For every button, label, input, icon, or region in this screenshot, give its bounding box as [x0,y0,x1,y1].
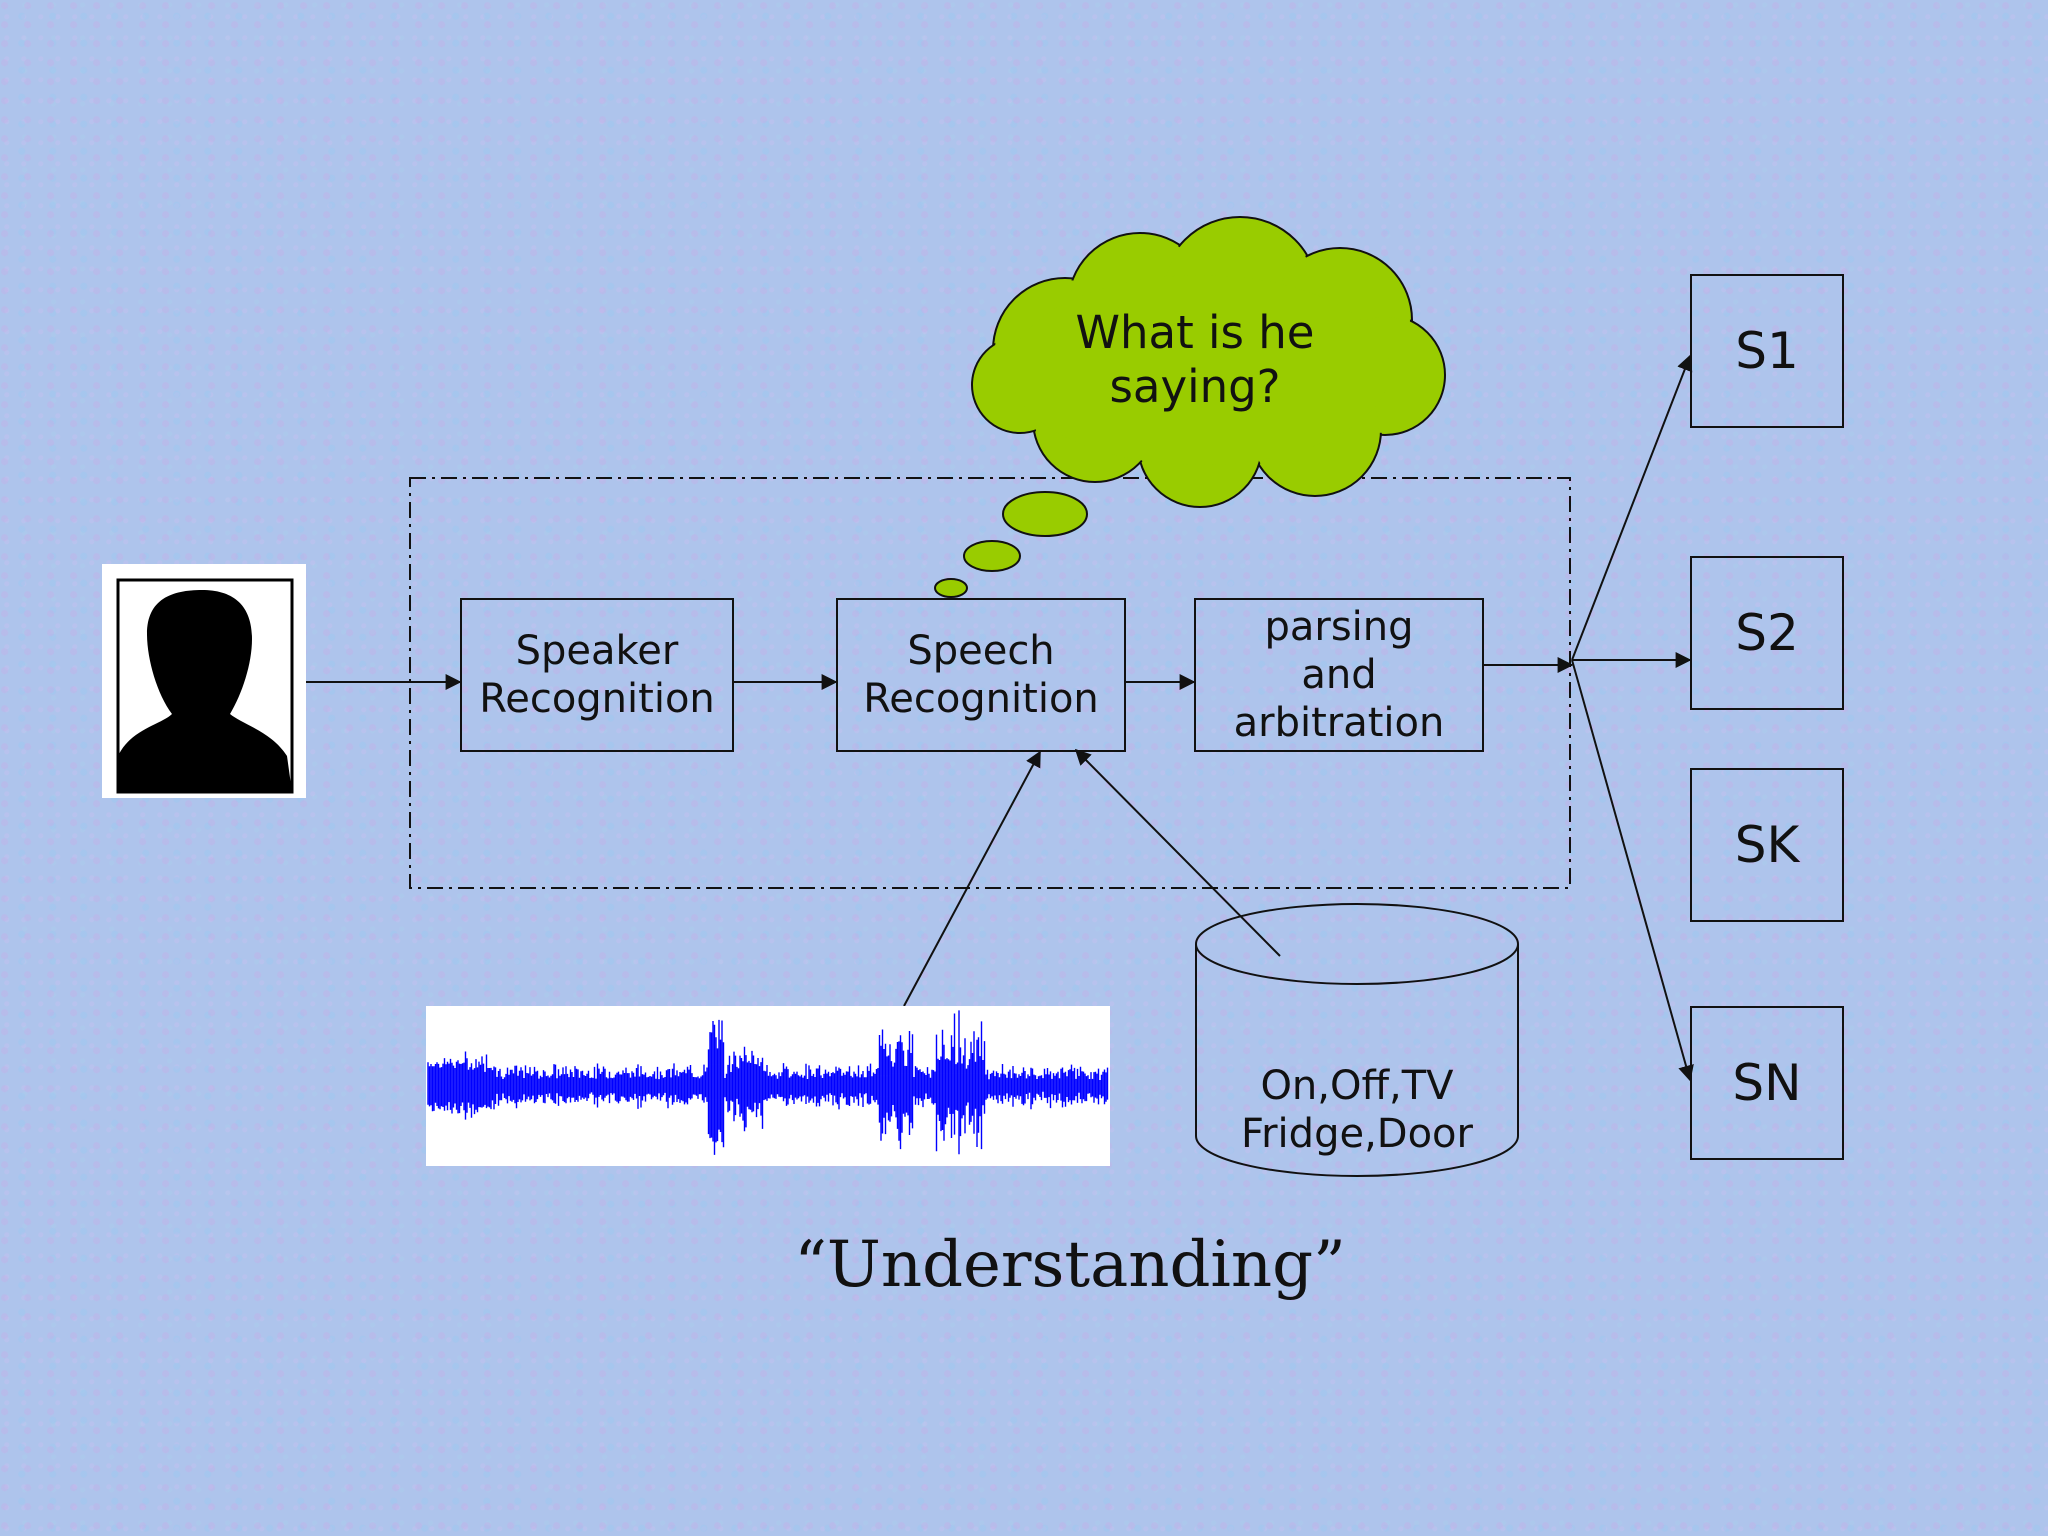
waveform-image [426,1006,1110,1166]
arrow-to-s1 [1571,354,1693,661]
speaker-recognition-box: Speaker Recognition [460,598,734,752]
speaker-recognition-label-2: Recognition [479,676,715,722]
thought-line-1: What is he [1075,306,1315,359]
waveform-trace [427,1010,1109,1155]
arrow-to-sn [1571,659,1694,1082]
database-line-1: On,Off,TV [1260,1063,1454,1109]
parsing-label-2: and [1301,652,1377,698]
output-label-s1: S1 [1735,322,1799,380]
speech-recognition-label-2: Recognition [863,676,1099,722]
database-label: On,Off,TV Fridge,Door [1196,1062,1518,1158]
output-box-s2: S2 [1690,556,1844,710]
speech-recognition-box: Speech Recognition [836,598,1126,752]
parsing-label-1: parsing [1264,604,1414,650]
caption: “Understanding” [794,1228,1346,1302]
database-line-2: Fridge,Door [1241,1111,1473,1157]
output-label-sk: SK [1734,816,1800,874]
thought-bubble [934,216,1446,598]
speech-recognition-label-1: Speech [907,628,1055,674]
arrow-database-to-speech [1074,748,1281,957]
person-silhouette-icon [116,578,294,794]
output-label-sn: SN [1732,1054,1802,1112]
thought-bubble-text: What is he saying? [1000,306,1390,414]
output-label-s2: S2 [1735,604,1799,662]
output-box-s1: S1 [1690,274,1844,428]
person-photo [102,564,306,798]
parsing-label-3: arbitration [1233,700,1445,746]
thought-line-2: saying? [1109,360,1281,413]
database-cylinder-icon [1195,903,1519,1177]
arrow-waveform-to-speech [903,750,1041,1007]
audio-waveform-icon [427,1010,1109,1155]
output-box-sk: SK [1690,768,1844,922]
speaker-recognition-label-1: Speaker [515,628,679,674]
output-box-sn: SN [1690,1006,1844,1160]
system-boundary [409,477,1571,889]
parsing-arbitration-box: parsing and arbitration [1194,598,1484,752]
